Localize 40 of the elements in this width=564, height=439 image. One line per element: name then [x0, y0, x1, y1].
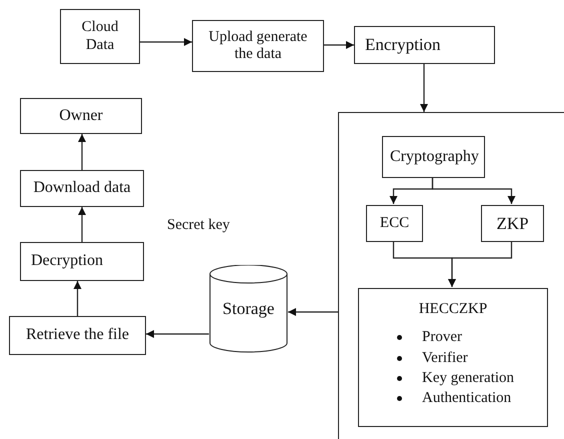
- process-box: [60, 9, 140, 64]
- arrow: [146, 330, 209, 338]
- node-label: Encryption: [365, 35, 441, 55]
- list-item: Verifier: [422, 350, 468, 367]
- node-label: Download data: [33, 179, 131, 198]
- arrow: [78, 207, 86, 242]
- node-label: ECC: [380, 214, 410, 232]
- process-box: [354, 26, 495, 64]
- arrow: [324, 41, 354, 49]
- box-heading: HECCZKP: [418, 301, 488, 318]
- arrow: [420, 64, 428, 112]
- list-item: Key generation: [422, 370, 514, 387]
- arrow: [78, 134, 86, 170]
- process-box: [20, 170, 144, 207]
- node-label: Upload generate the data: [208, 28, 308, 64]
- node-label: Retrieve the file: [26, 326, 130, 345]
- process-box: [9, 316, 146, 355]
- arrow: [432, 177, 516, 204]
- process-box: [20, 98, 142, 134]
- node-label: Decryption: [31, 252, 103, 271]
- process-box: [481, 205, 544, 242]
- method-box: [358, 288, 548, 427]
- node-label: ZKP: [496, 214, 529, 234]
- process-box: [20, 242, 144, 281]
- node-label: Cloud Data: [81, 19, 119, 54]
- node-label: Owner: [59, 106, 103, 126]
- arrow: [140, 38, 192, 46]
- process-box: [382, 136, 485, 178]
- process-box: [192, 20, 324, 72]
- list-item: Prover: [422, 329, 462, 346]
- annotation-text: Secret key: [167, 217, 230, 234]
- arrow: [288, 308, 338, 316]
- arrow: [448, 241, 512, 287]
- process-box: [366, 205, 423, 242]
- arrow: [74, 281, 82, 316]
- storage-cylinder: [209, 265, 288, 353]
- list-item: Authentication: [422, 390, 512, 408]
- node-label: Storage: [222, 299, 274, 319]
- container-box: [338, 112, 564, 439]
- node-label: Cryptography: [390, 148, 479, 166]
